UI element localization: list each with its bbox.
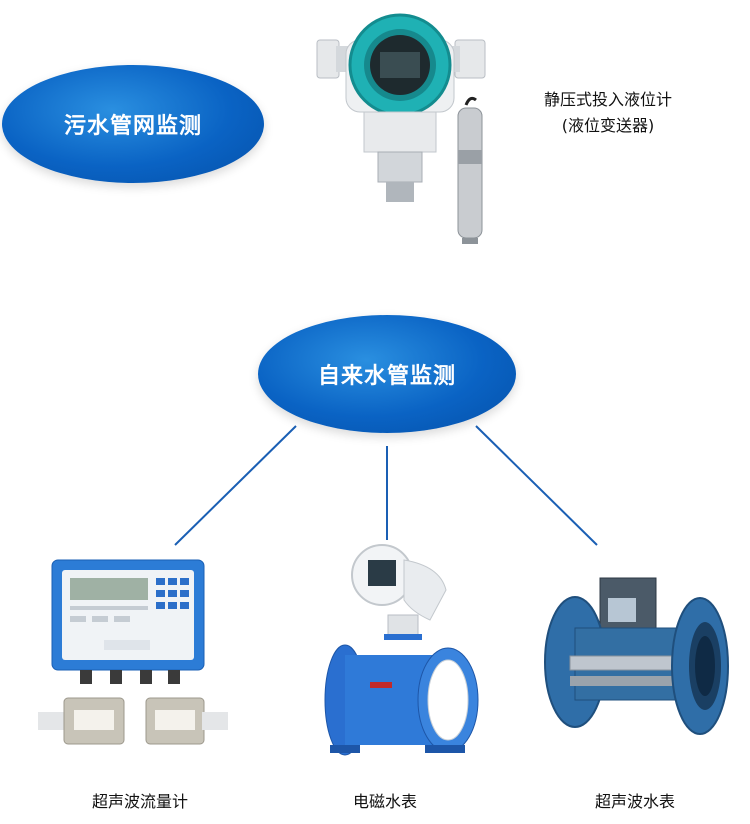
ultrasonic-flow-meter-label: 超声波流量计 — [91, 792, 188, 811]
tap-water-monitoring-title: 自来水管监测 — [317, 364, 456, 389]
sewage-monitoring-ellipse: 污水管网监测 — [2, 65, 264, 183]
sewage-monitoring-title: 污水管网监测 — [63, 114, 202, 139]
level-transmitter-subtitle: (液位变送器) — [561, 116, 655, 135]
level-transmitter-name: 静压式投入液位计 — [543, 90, 672, 109]
connector-ultrasonic-water — [475, 425, 598, 546]
tap-water-monitoring-ellipse: 自来水管监测 — [258, 315, 516, 433]
connector-ultrasonic-flow — [174, 425, 297, 546]
electromagnetic-meter-label: 电磁水表 — [352, 792, 417, 811]
ultrasonic-water-meter-label: 超声波水表 — [594, 792, 675, 811]
